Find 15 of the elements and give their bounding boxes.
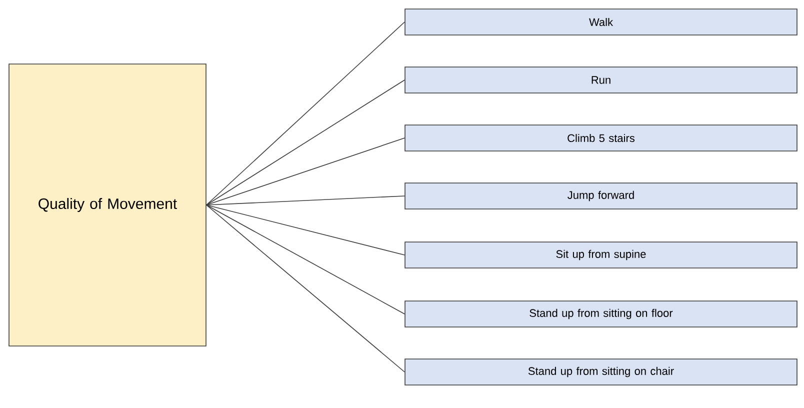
connector-line [206, 22, 405, 206]
item-box: Walk [404, 8, 798, 36]
connector-line [206, 204, 405, 256]
item-box: Climb 5 stairs [404, 124, 798, 152]
connector-line [206, 80, 405, 206]
item-box: Stand up from sitting on floor [404, 300, 798, 328]
connector-line [206, 196, 405, 206]
item-box: Stand up from sitting on chair [404, 358, 798, 386]
category-box: Quality of Movement [8, 64, 206, 346]
item-box: Jump forward [404, 182, 798, 210]
item-box: Sit up from supine [404, 242, 798, 268]
connector-line [206, 204, 405, 372]
item-box: Run [404, 66, 798, 94]
connector-line [206, 138, 405, 206]
connector-line [206, 204, 405, 314]
